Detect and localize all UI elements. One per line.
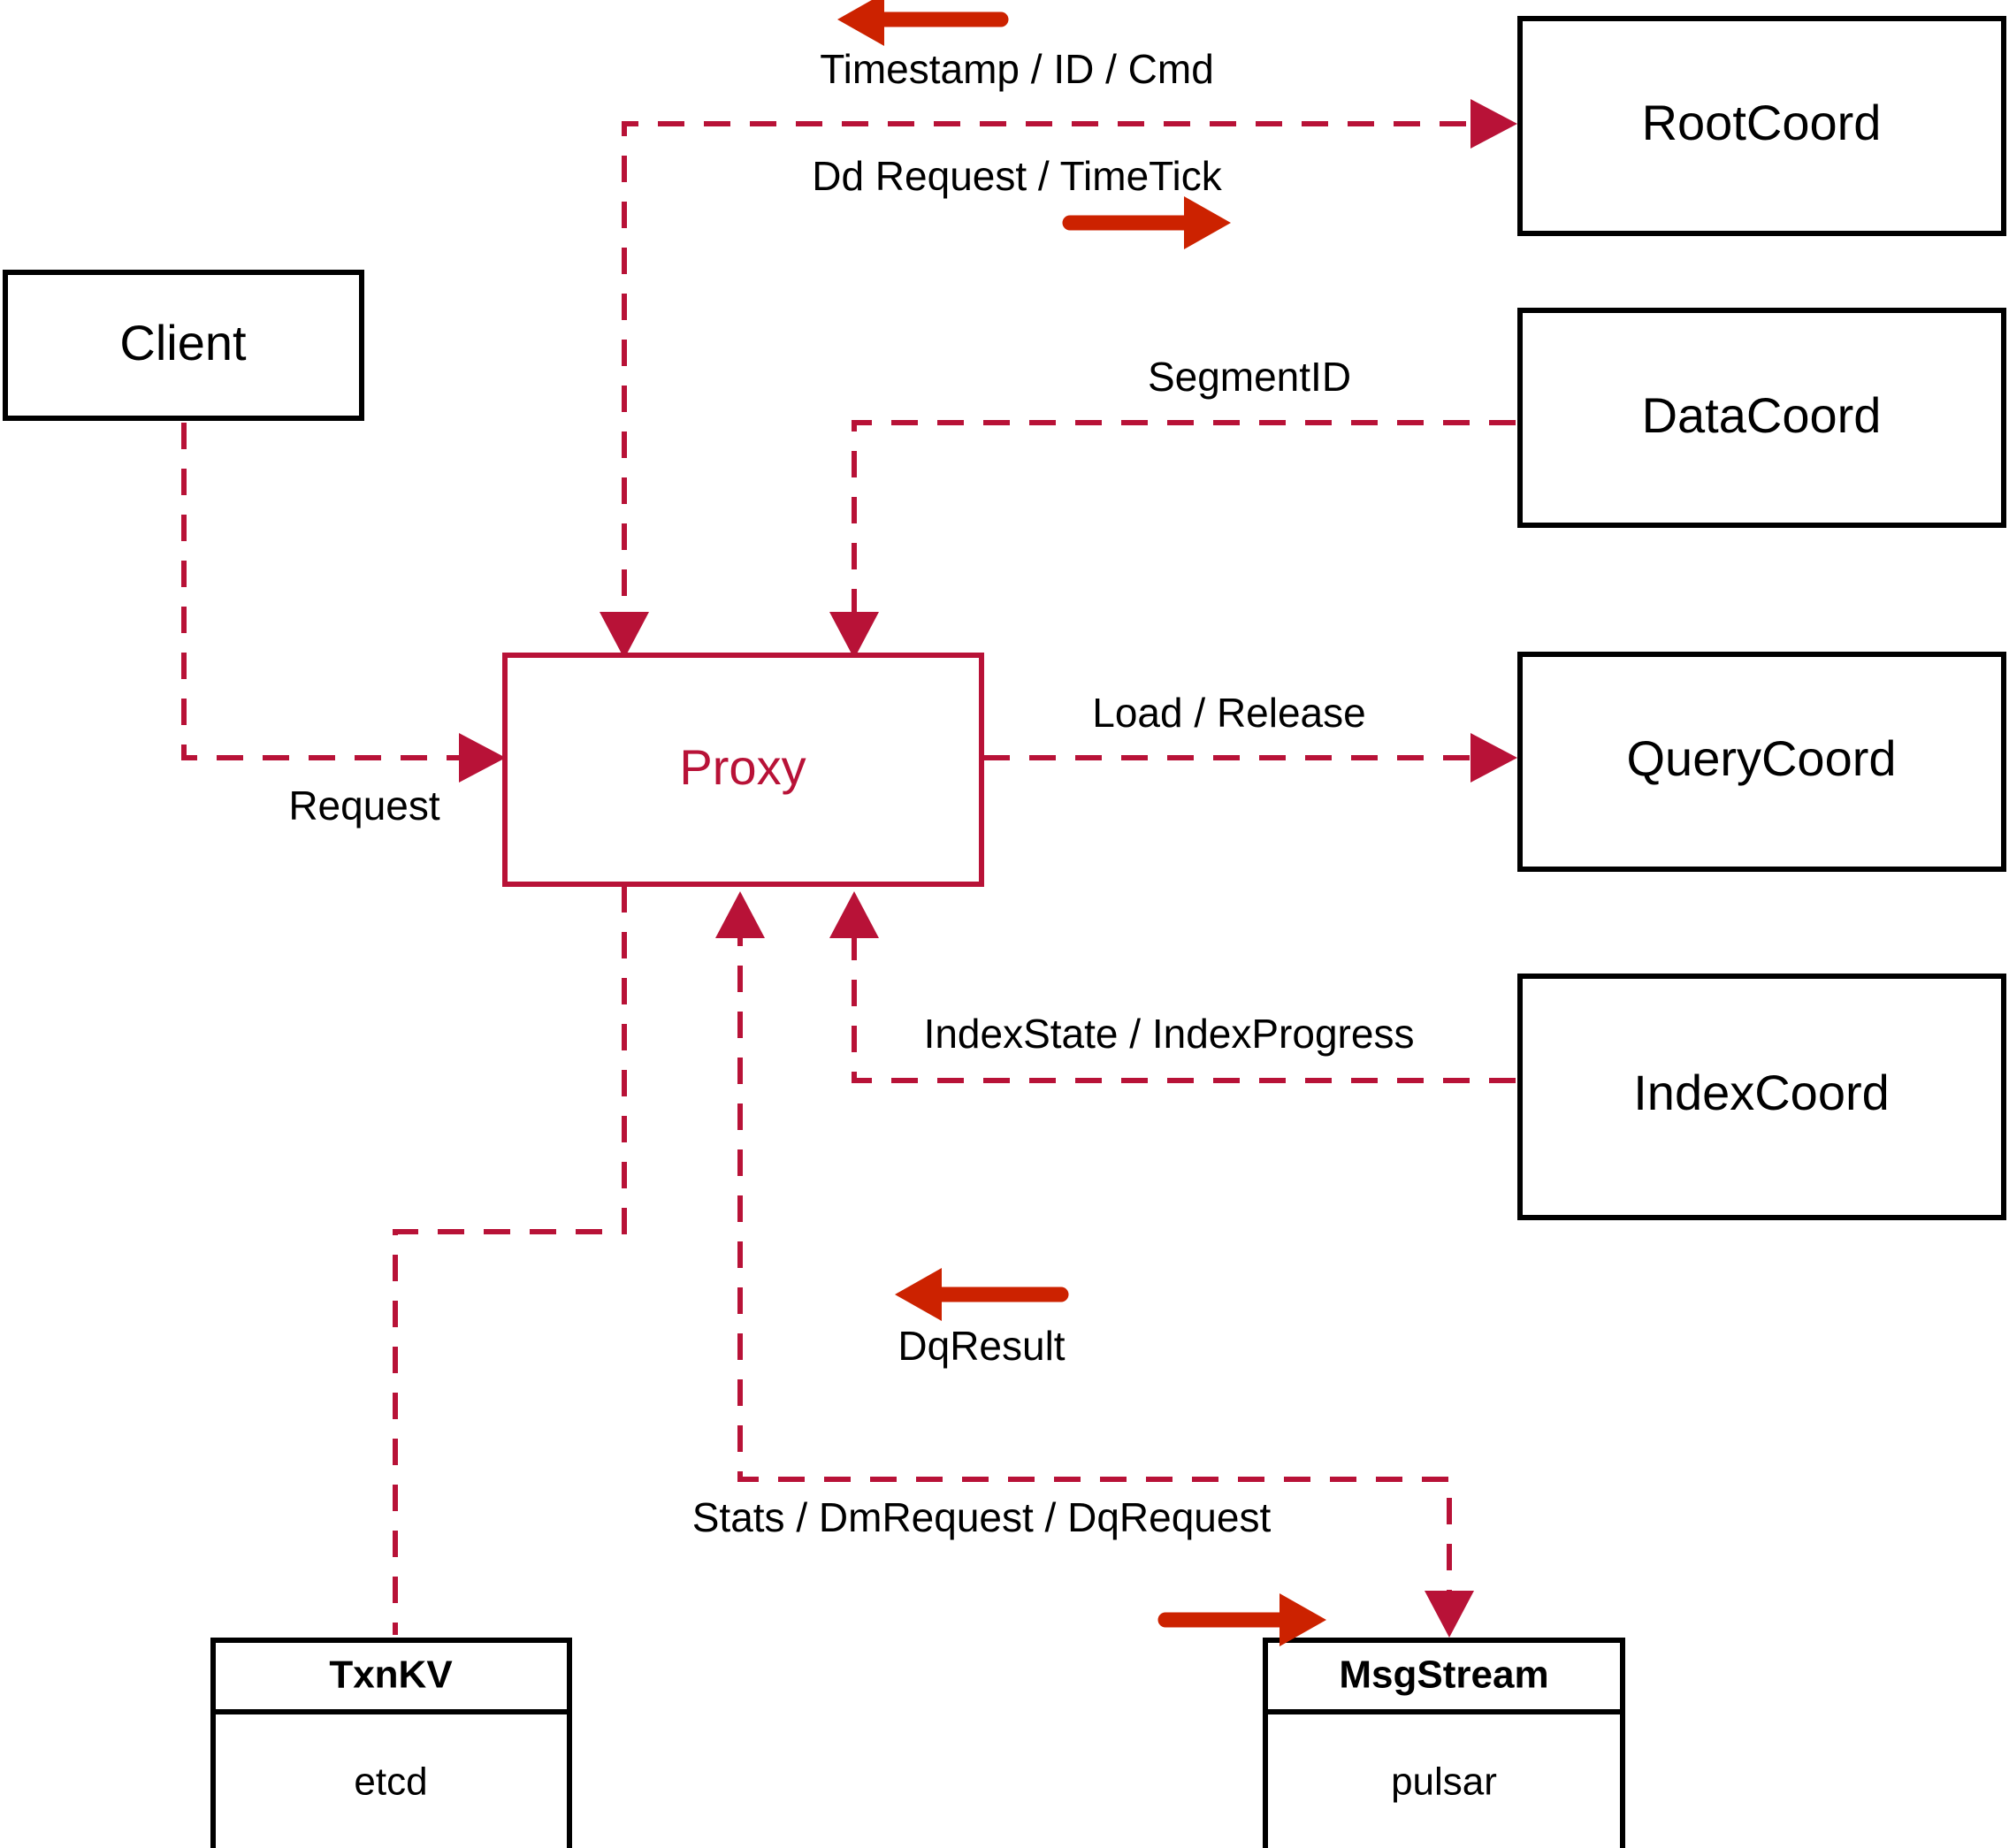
node-indexcoord-label: IndexCoord — [1633, 1065, 1890, 1120]
edge-label-indexcoord-state: IndexState / IndexProgress — [924, 1011, 1415, 1057]
edge-label-datacoord-segmentid: SegmentID — [1148, 354, 1351, 400]
arrowhead-proxy-to-rootcoord — [1470, 99, 1517, 149]
edge-label-querycoord-load: Load / Release — [1092, 690, 1365, 736]
edge-line-rootcoord-response — [622, 121, 1512, 632]
arrowhead-msgstream-to-proxy — [715, 891, 765, 938]
node-msgstream[interactable] — [1263, 1638, 1625, 1848]
edge-line-msgstream-exchange — [737, 920, 1452, 1611]
direction-arrow-rootcoord-request — [1062, 196, 1231, 249]
edge-label-msgstream-request: Stats / DmRequest / DqRequest — [692, 1494, 1272, 1540]
edge-line-indexcoord-state — [852, 920, 1516, 1083]
arrowhead-rootcoord-to-proxy — [600, 612, 649, 659]
node-datacoord[interactable] — [1517, 308, 2006, 528]
node-client[interactable] — [3, 270, 364, 421]
node-indexcoord[interactable] — [1517, 974, 2006, 1220]
arrowhead-client-to-proxy — [459, 733, 506, 783]
node-querycoord-label: QueryCoord — [1626, 730, 1896, 786]
node-client-label: Client — [119, 315, 247, 370]
edge-label-msgstream-result: DqResult — [898, 1323, 1065, 1369]
direction-arrow-rootcoord-response — [837, 0, 1009, 46]
node-rootcoord[interactable] — [1517, 16, 2006, 236]
edge-line-proxy-to-txnkv — [393, 886, 627, 1635]
arrowhead-indexcoord-to-proxy — [829, 891, 879, 938]
edge-label-client-request: Request — [288, 783, 440, 829]
node-proxy-label: Proxy — [679, 739, 806, 795]
arrowhead-datacoord-to-proxy — [829, 612, 879, 659]
node-rootcoord-label: RootCoord — [1642, 95, 1882, 150]
edge-line-client-request — [181, 423, 477, 760]
node-msgstream-impl: pulsar — [1391, 1760, 1497, 1804]
direction-arrow-dqresult — [895, 1268, 1069, 1321]
node-msgstream-label: MsgStream — [1339, 1653, 1548, 1697]
node-proxy[interactable] — [502, 653, 984, 887]
arrowhead-proxy-to-querycoord — [1470, 733, 1517, 783]
direction-arrow-dqrequest — [1157, 1593, 1326, 1646]
arrowhead-proxy-to-msgstream — [1425, 1591, 1474, 1638]
edge-line-datacoord-segmentid — [852, 420, 1516, 632]
edge-label-rootcoord-request: Dd Request / TimeTick — [812, 153, 1223, 199]
node-txnkv-impl: etcd — [354, 1760, 427, 1804]
edge-label-rootcoord-response: Timestamp / ID / Cmd — [820, 46, 1214, 92]
node-datacoord-label: DataCoord — [1642, 387, 1882, 443]
node-txnkv-label: TxnKV — [329, 1653, 453, 1697]
node-querycoord[interactable] — [1517, 652, 2006, 872]
node-txnkv[interactable] — [210, 1638, 572, 1848]
